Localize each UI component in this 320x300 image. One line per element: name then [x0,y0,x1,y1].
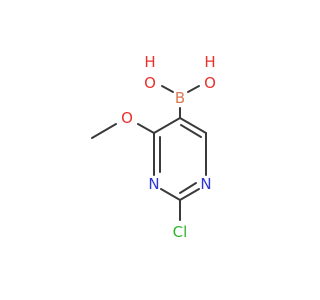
bond-b-o-left [161,85,174,93]
molecule-structure-diagram: H O H O B O N N Cl [91,53,216,241]
atom-labels: H O H O B O N N Cl [121,53,216,241]
atom-chlorine: Cl [173,223,188,241]
atom-h-left: H [144,53,155,71]
atom-n-left: N [148,175,159,193]
bonds [91,85,207,221]
bond-c5-c6-double [180,124,202,138]
bond-c4-o-methoxy [137,123,155,134]
atom-o-left: O [144,74,156,92]
bond-b-o-right [187,85,200,93]
bond-c2-n3 [160,188,181,201]
bond-c5-c6 [179,117,207,134]
atom-n-right: N [200,175,211,193]
bond-o-methyl [91,123,117,139]
atom-boron: B [175,89,185,107]
bond-c4-c5 [153,117,181,134]
atom-h-right: H [204,53,215,71]
atom-o-right: O [204,74,216,92]
bond-n1-c2-double [179,182,197,194]
bond-n1-c2 [179,188,200,201]
atom-o-methoxy: O [121,109,133,127]
